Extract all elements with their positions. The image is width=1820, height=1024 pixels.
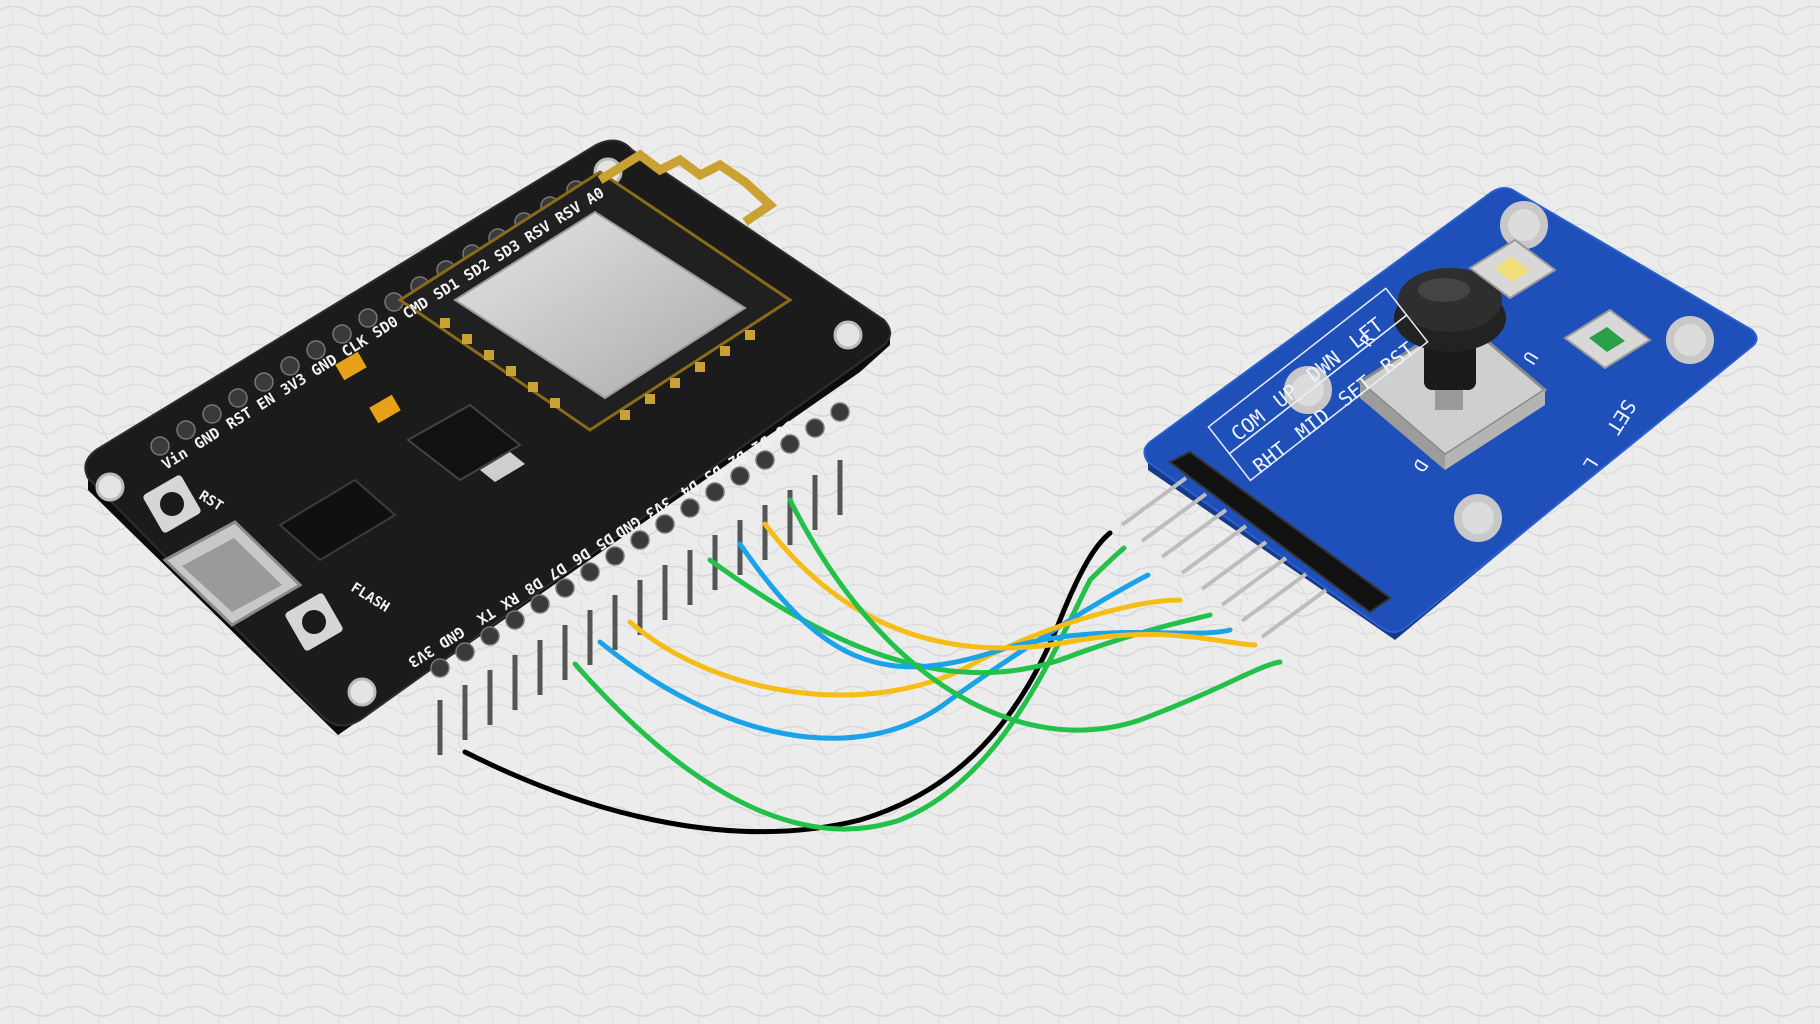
esp12-module [397, 149, 793, 432]
wire-blue [597, 572, 1151, 741]
joystick-header [1120, 450, 1392, 639]
capacitor-1 [335, 351, 367, 381]
nodemcu-bottom-header [430, 402, 850, 678]
usb-serial-chip [278, 478, 397, 562]
voltage-regulator [406, 403, 522, 482]
nodemcu-bottom-header-legs [437, 460, 843, 755]
joystick-module: R U D L SET COM UP DWN LFT RHT MID SET R… [1120, 187, 1758, 640]
flash-button[interactable] [284, 592, 344, 652]
nodemcu-board: Vin GND RST EN 3V3 GND CLK SD0 CMD SD1 S… [84, 139, 891, 755]
rst-button[interactable] [142, 474, 202, 534]
wires [462, 497, 1283, 835]
joystick-pin-label-table [1207, 287, 1429, 482]
wire-green [787, 497, 1283, 733]
set-button[interactable] [1468, 238, 1557, 300]
capacitor-2 [369, 394, 401, 424]
wire-green [572, 545, 1127, 832]
micro-usb-port [162, 520, 303, 627]
wire-yellow [762, 521, 1258, 651]
wire-black [462, 530, 1113, 835]
rst-button-joystick[interactable] [1563, 308, 1652, 370]
